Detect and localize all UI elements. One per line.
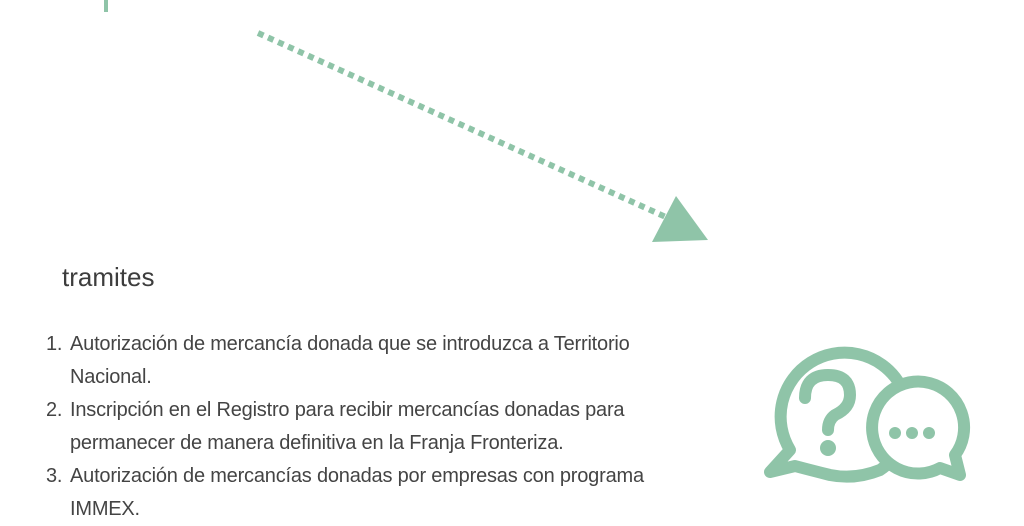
list-item: 1. Autorización de mercancía donada que s…: [46, 328, 706, 394]
list-item: 2. Inscripción en el Registro para recibi…: [46, 394, 706, 460]
item-number: 2.: [46, 399, 63, 421]
section-heading: tramites: [62, 262, 155, 292]
procedures-list: 1. Autorización de mercancía donada que s…: [46, 328, 706, 526]
list-item: 3.Autorización de mercancías donadas por…: [46, 460, 706, 526]
decoration-layer: [104, 0, 971, 483]
dotted-arrow-icon: [256, 30, 708, 242]
question-chat-bubbles-icon: [764, 346, 971, 483]
item-text: Autorización de mercancía donada que se …: [70, 333, 630, 388]
item-number: 1.: [46, 333, 63, 355]
item-number: 3.: [46, 465, 63, 487]
item-text: Inscripción en el Registro para recibir …: [70, 399, 625, 454]
